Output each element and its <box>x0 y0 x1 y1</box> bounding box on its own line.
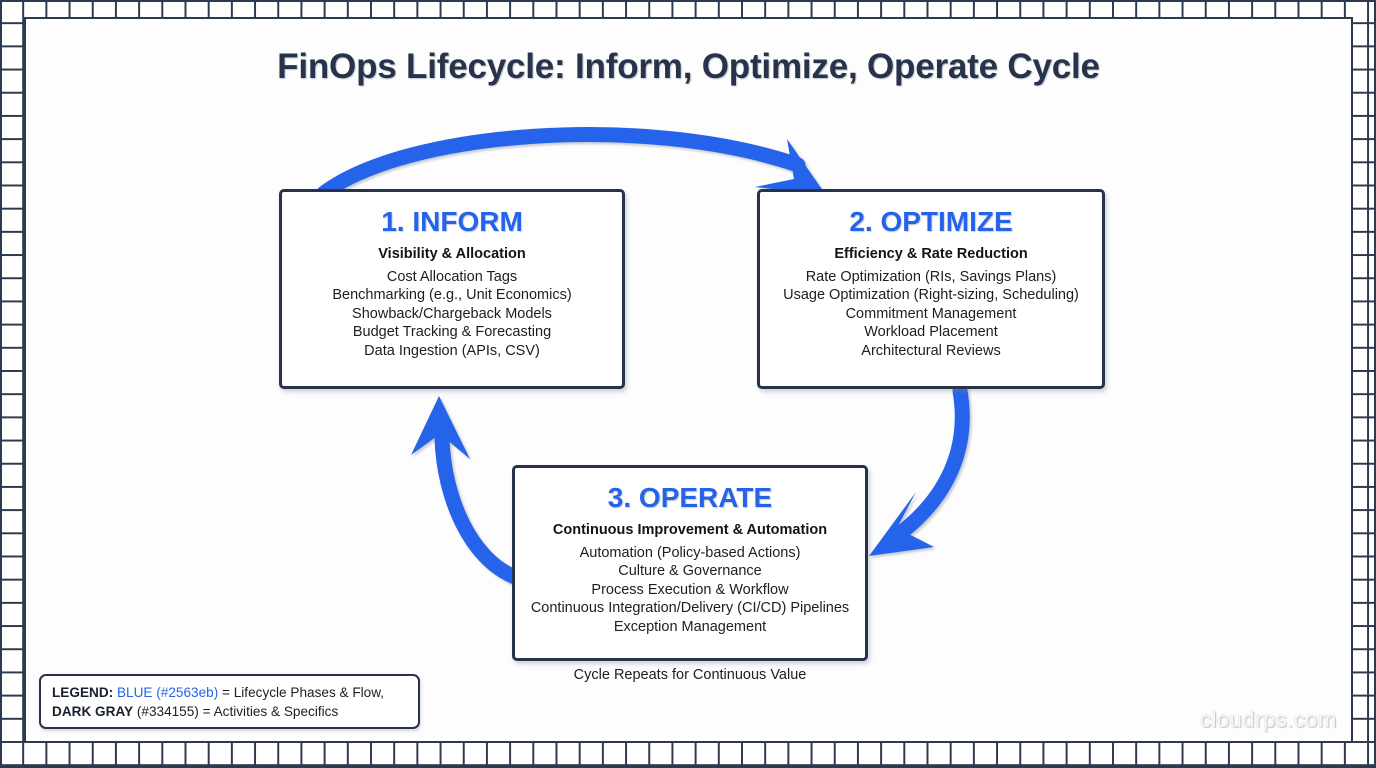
arrow-inform-to-optimize <box>316 127 826 201</box>
legend-blue-hex: (#2563eb) <box>156 685 219 700</box>
list-item: Benchmarking (e.g., Unit Economics) <box>332 287 572 304</box>
list-item: Rate Optimization (RIs, Savings Plans) <box>805 269 1057 285</box>
list-item: Showback/Chargeback Models <box>352 305 552 322</box>
legend-box: LEGEND: BLUE (#2563eb) = Lifecycle Phase… <box>39 674 420 729</box>
legend-line-blue: LEGEND: BLUE (#2563eb) = Lifecycle Phase… <box>52 683 407 702</box>
arrow-optimize-to-operate <box>869 383 970 556</box>
list-item: Usage Optimization (Right-sizing, Schedu… <box>783 287 1079 304</box>
list-item: Cost Allocation Tags <box>386 269 518 285</box>
phase-item-list-operate: Automation (Policy-based Actions) Cultur… <box>515 544 865 636</box>
legend-gray-meaning: = Activities & Specifics <box>202 704 339 719</box>
phase-subtitle-inform: Visibility & Allocation <box>378 246 526 262</box>
legend-line-gray: DARK GRAY (#334155) = Activities & Speci… <box>52 702 407 721</box>
phase-subtitle-operate: Continuous Improvement & Automation <box>552 522 828 538</box>
legend-gray-hex: (#334155) <box>136 704 199 719</box>
phase-box-inform[interactable]: 1. INFORM Visibility & Allocation Cost A… <box>279 189 625 389</box>
list-item: Commitment Management <box>845 305 1017 322</box>
list-item: Culture & Governance <box>618 563 762 580</box>
legend-gray-term: DARK GRAY <box>52 704 134 719</box>
legend-blue-term: BLUE <box>116 685 153 700</box>
list-item: Architectural Reviews <box>861 342 1001 359</box>
page-title: FinOps Lifecycle: Inform, Optimize, Oper… <box>277 47 1100 86</box>
list-item: Workload Placement <box>864 324 998 341</box>
list-item: Exception Management <box>613 618 767 635</box>
list-item: Data Ingestion (APIs, CSV) <box>364 342 540 359</box>
list-item: Budget Tracking & Forecasting <box>352 324 552 341</box>
phase-item-list-inform: Cost Allocation Tags Benchmarking (e.g.,… <box>282 268 622 360</box>
diagram-canvas: FinOps Lifecycle: Inform, Optimize, Oper… <box>24 17 1353 743</box>
arrow-operate-to-inform <box>411 396 523 585</box>
cycle-caption: Cycle Repeats for Continuous Value <box>573 667 807 683</box>
watermark: cloudrps.com <box>1200 707 1337 732</box>
phase-heading-optimize: 2. OPTIMIZE <box>849 206 1013 237</box>
list-item: Continuous Integration/Delivery (CI/CD) … <box>530 600 850 617</box>
legend-blue-meaning: = Lifecycle Phases & Flow, <box>222 685 385 700</box>
phase-box-optimize[interactable]: 2. OPTIMIZE Efficiency & Rate Reduction … <box>757 189 1105 389</box>
phase-subtitle-optimize: Efficiency & Rate Reduction <box>834 246 1028 262</box>
phase-item-list-optimize: Rate Optimization (RIs, Savings Plans) U… <box>760 268 1102 360</box>
phase-box-operate[interactable]: 3. OPERATE Continuous Improvement & Auto… <box>512 465 868 661</box>
list-item: Process Execution & Workflow <box>591 581 789 598</box>
list-item: Automation (Policy-based Actions) <box>579 545 801 561</box>
legend-label: LEGEND: <box>52 685 114 700</box>
phase-heading-operate: 3. OPERATE <box>607 482 773 513</box>
phase-heading-inform: 1. INFORM <box>381 206 523 237</box>
